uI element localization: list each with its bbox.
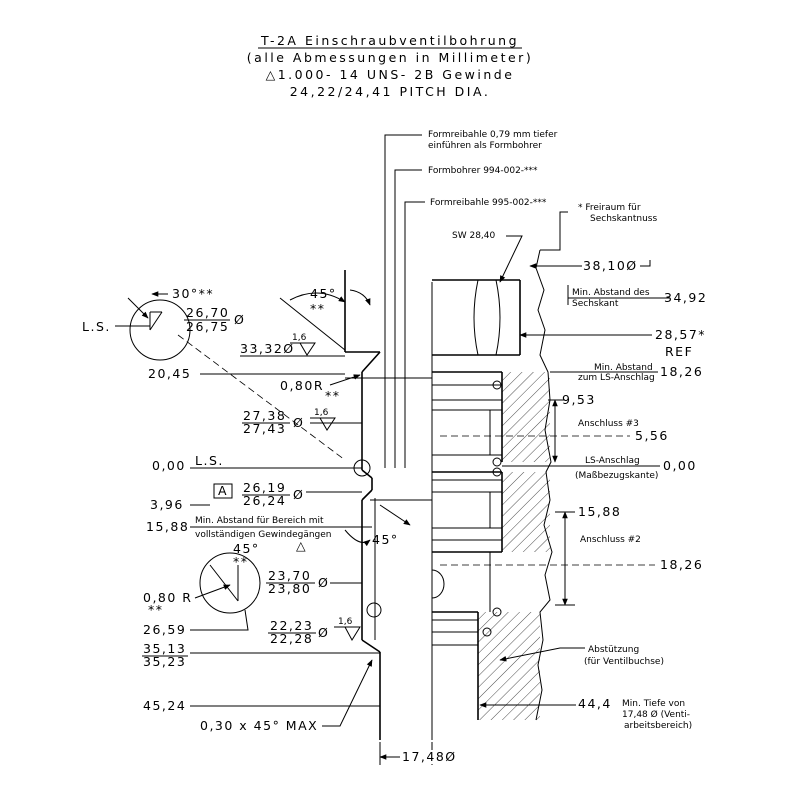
dia-symbol-5: Ø bbox=[318, 625, 329, 640]
min-abstand-ls-line2: zum LS-Anschlag bbox=[578, 373, 655, 383]
dim-9-53: 9,53 bbox=[562, 392, 596, 407]
min-abstand-bereich-line2: vollständigen Gewindegängen bbox=[195, 530, 332, 540]
ls-label-top: L.S. bbox=[82, 319, 111, 334]
dim-22-23: 22,23 bbox=[270, 618, 313, 633]
dim-26-70: 26,70 bbox=[186, 305, 229, 320]
dim-26-75: 26,75 bbox=[186, 319, 229, 334]
angle-45-mid: 45° bbox=[372, 532, 399, 547]
dim-15-88-right: 15,88 bbox=[578, 504, 621, 519]
hex-nut bbox=[431, 279, 521, 740]
formreibahle-label: Formreibahle 995-002-*** bbox=[430, 198, 547, 208]
freiraum-label-line1: * Freiraum für bbox=[578, 203, 641, 213]
title-line-4: 24,22/24,41 PITCH DIA. bbox=[290, 84, 491, 99]
abstuetzung-line1: Abstützung bbox=[588, 645, 639, 655]
anschluss-3-label: Anschluss #3 bbox=[578, 419, 639, 429]
break-line bbox=[535, 249, 553, 721]
dim-5-56: 5,56 bbox=[635, 428, 669, 443]
min-abstand-des-line2: Sechskant bbox=[572, 299, 619, 309]
dim-18-26-top: 18,26 bbox=[660, 364, 703, 379]
dia-symbol-3: Ø bbox=[293, 487, 304, 502]
dim-33-32: 33,32Ø bbox=[240, 341, 295, 356]
abstuetzung-line2: (für Ventilbuchse) bbox=[584, 657, 664, 667]
dim-20-45: 20,45 bbox=[148, 366, 191, 381]
dim-18-26-right: 18,26 bbox=[660, 557, 703, 572]
title-block: T-2A Einschraubventilbohrung (alle Abmes… bbox=[247, 33, 533, 99]
hatched-sections bbox=[478, 372, 550, 720]
ref-label: REF bbox=[665, 344, 693, 359]
dim-35-23: 35,23 bbox=[143, 654, 186, 669]
angle-45-detail: 45° bbox=[233, 541, 260, 556]
cavity-right-outline bbox=[431, 371, 503, 720]
r-0-80-star: ** bbox=[325, 388, 341, 403]
min-tiefe-line1: Min. Tiefe von bbox=[622, 699, 685, 709]
detail-circle-top bbox=[129, 299, 191, 361]
formreibahle-note-line1: Formreibahle 0,79 mm tiefer bbox=[428, 130, 558, 140]
min-abstand-ls-line1: Min. Abstand bbox=[594, 363, 653, 373]
title-line-3: △1.000- 14 UNS- 2B Gewinde bbox=[266, 67, 515, 82]
dim-27-43: 27,43 bbox=[243, 421, 286, 436]
title-line-2: (alle Abmessungen in Millimeter) bbox=[247, 50, 533, 65]
angle-45-detail-star: ** bbox=[233, 554, 249, 569]
dim-27-38: 27,38 bbox=[243, 408, 286, 423]
delta-symbol: △ bbox=[296, 538, 307, 553]
roughness-2: 1,6 bbox=[314, 408, 329, 418]
min-tiefe-line2: 17,48 Ø (Venti- bbox=[622, 709, 690, 720]
roughness-1: 1,6 bbox=[292, 333, 307, 343]
dim-3-96: 3,96 bbox=[150, 497, 184, 512]
r-0-80-detail-star: ** bbox=[148, 602, 164, 617]
dim-23-80: 23,80 bbox=[268, 581, 311, 596]
freiraum-label-line2: Sechskantnuss bbox=[590, 214, 657, 224]
dim-0-00-left: 0,00 bbox=[152, 458, 186, 473]
r-0-80: 0,80R bbox=[280, 378, 324, 393]
chamfer-label: 0,30 x 45° MAX bbox=[200, 718, 318, 733]
dim-0-00-right: 0,00 bbox=[663, 458, 697, 473]
dim-28-57: 28,57* bbox=[655, 327, 706, 342]
dim-22-28: 22,28 bbox=[270, 631, 313, 646]
dia-symbol-1: Ø bbox=[234, 312, 245, 327]
roughness-3: 1,6 bbox=[338, 617, 353, 627]
sw-label: SW 28,40 bbox=[452, 231, 496, 241]
cavity-left-profile bbox=[344, 270, 432, 740]
ls-anschlag-line2: (Maßbezugskante) bbox=[575, 471, 658, 481]
dia-symbol-2: Ø bbox=[293, 415, 304, 430]
formbohrer-label: Formbohrer 994-002-*** bbox=[428, 166, 538, 176]
ls-anschlag-line1: LS-Anschlag bbox=[585, 456, 640, 466]
dim-17-48: 17,48Ø bbox=[402, 749, 457, 764]
formreibahle-note-line2: einführen als Formbohrer bbox=[428, 141, 542, 151]
dim-44-4: 44,4 bbox=[578, 696, 612, 711]
min-tiefe-line3: arbeitsbereich) bbox=[624, 721, 692, 731]
dim-45-24: 45,24 bbox=[143, 698, 186, 713]
min-abstand-bereich-line1: Min. Abstand für Bereich mit bbox=[195, 516, 324, 526]
dim-35-13: 35,13 bbox=[143, 641, 186, 656]
angle-45-top-star: ** bbox=[310, 301, 326, 316]
ls-label-mid: L.S. bbox=[195, 453, 224, 468]
dim-26-59: 26,59 bbox=[143, 622, 186, 637]
dim-23-70: 23,70 bbox=[268, 568, 311, 583]
dia-symbol-4: Ø bbox=[318, 575, 329, 590]
angle-30: 30°** bbox=[172, 286, 214, 301]
datum-a: A bbox=[218, 483, 228, 498]
detail-circle-lower bbox=[199, 552, 261, 614]
r-0-80-detail: 0,80 R bbox=[143, 590, 193, 605]
dim-34-92: 34,92 bbox=[664, 290, 707, 305]
dim-26-19: 26,19 bbox=[243, 480, 286, 495]
callout-leaders bbox=[384, 134, 425, 468]
dim-38-10: 38,10Ø bbox=[583, 258, 638, 273]
title-line-1: T-2A Einschraubventilbohrung bbox=[260, 33, 519, 48]
anschluss-2-label: Anschluss #2 bbox=[580, 535, 641, 545]
dim-15-88-left: 15,88 bbox=[146, 519, 189, 534]
min-abstand-des-line1: Min. Abstand des bbox=[572, 288, 650, 298]
dim-26-24: 26,24 bbox=[243, 493, 286, 508]
